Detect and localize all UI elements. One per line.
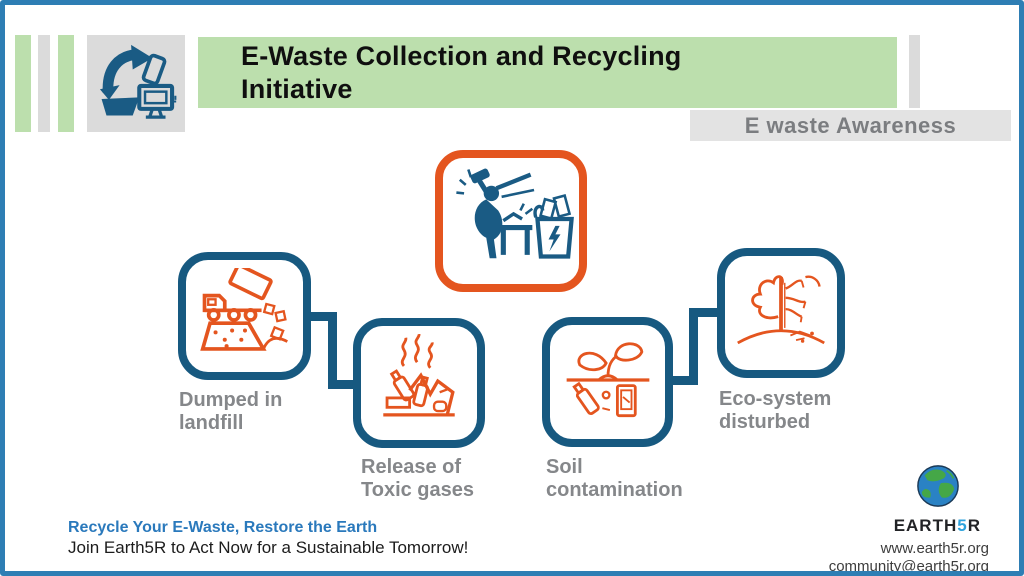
- accent-bar-green-1: [15, 35, 31, 132]
- brand-five-text: 5: [957, 516, 968, 535]
- brand-r-text: R: [967, 516, 981, 535]
- ewaste-logo-tile: [87, 35, 185, 132]
- connector-node4-v: [689, 308, 698, 385]
- connector-node3-h: [669, 376, 698, 385]
- brand-email: community@earth5r.org: [828, 558, 989, 575]
- node-ecosystem-disturbed: [717, 248, 845, 378]
- soil-contamination-icon: [561, 333, 655, 432]
- landfill-truck-icon: [197, 262, 293, 365]
- brand-website: www.earth5r.org: [880, 540, 989, 557]
- ewaste-recycle-icon: [95, 40, 177, 127]
- connector-node1-h: [305, 312, 337, 321]
- awareness-badge: E waste Awareness: [690, 110, 1011, 141]
- center-node-smashing-ewaste: [435, 150, 587, 292]
- node-release-of-toxic-gases: [353, 318, 485, 448]
- toxic-gases-icon: [372, 333, 466, 433]
- accent-bar-gray: [38, 35, 50, 132]
- node-label-dumped-in-landfill: Dumped in landfill: [179, 389, 283, 434]
- awareness-badge-label: E waste Awareness: [744, 112, 957, 138]
- node-dumped-in-landfill: [178, 252, 311, 380]
- connector-node2-h: [328, 380, 357, 389]
- connector-node4-h: [689, 308, 721, 317]
- brand-block: EARTH5R www.earth5r.org community@earth5…: [828, 463, 989, 575]
- smashing-ewaste-icon: [447, 167, 575, 276]
- node-soil-contamination: [542, 317, 673, 447]
- footer-tagline: Join Earth5R to Act Now for a Sustainabl…: [68, 538, 469, 557]
- connector-node1-v: [328, 312, 337, 389]
- footer-tagline-bold: Recycle Your E-Waste, Restore the Earth: [68, 519, 378, 536]
- accent-bar-green-2: [58, 35, 74, 132]
- brand-name: EARTH5R: [894, 516, 981, 536]
- node-label-ecosystem-disturbed: Eco-system disturbed: [719, 388, 832, 433]
- brand-earth-text: EARTH: [893, 516, 958, 535]
- node-label-soil-contamination: Soil contamination: [546, 456, 683, 501]
- earth5r-globe-logo: [915, 463, 961, 514]
- accent-bar-right: [909, 35, 920, 108]
- title-banner: E-Waste Collection and Recycling Initiat…: [198, 37, 897, 108]
- node-label-release-of-toxic-gases: Release of Toxic gases: [361, 456, 475, 501]
- page-title: E-Waste Collection and Recycling Initiat…: [241, 40, 682, 104]
- ecosystem-disturbed-icon: [734, 264, 828, 363]
